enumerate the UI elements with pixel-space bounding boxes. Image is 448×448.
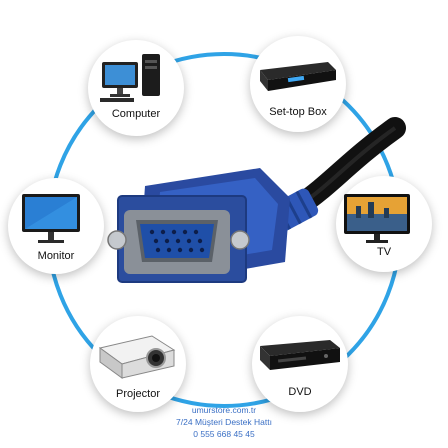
device-dvd: DVD (252, 316, 348, 412)
device-set-top-box: Set-top Box (250, 36, 346, 132)
store-website: umurstore.com.tr (191, 405, 257, 415)
device-monitor: Monitor (8, 178, 104, 274)
support-line-label: 7/24 Müşteri Destek Hattı (176, 417, 272, 427)
device-label: DVD (288, 386, 312, 398)
store-contact: umurstore.com.tr 7/24 Müşteri Destek Hat… (0, 404, 448, 440)
computer-icon (100, 54, 160, 102)
set-top-box-icon (260, 62, 336, 91)
device-computer: Computer (88, 40, 184, 136)
device-projector: Projector (90, 316, 186, 412)
tv-icon (344, 194, 410, 243)
device-tv: TV (336, 176, 432, 272)
device-label: Set-top Box (269, 106, 327, 118)
device-label: Monitor (37, 250, 75, 262)
device-label: Computer (111, 108, 161, 120)
dvd-player-icon (260, 340, 340, 370)
device-label: Projector (115, 388, 161, 400)
monitor-icon (22, 194, 80, 243)
vga-connector (107, 168, 290, 283)
projector-icon (98, 335, 176, 379)
device-label: TV (376, 246, 392, 258)
support-phone: 0 555 668 45 45 (193, 429, 255, 439)
